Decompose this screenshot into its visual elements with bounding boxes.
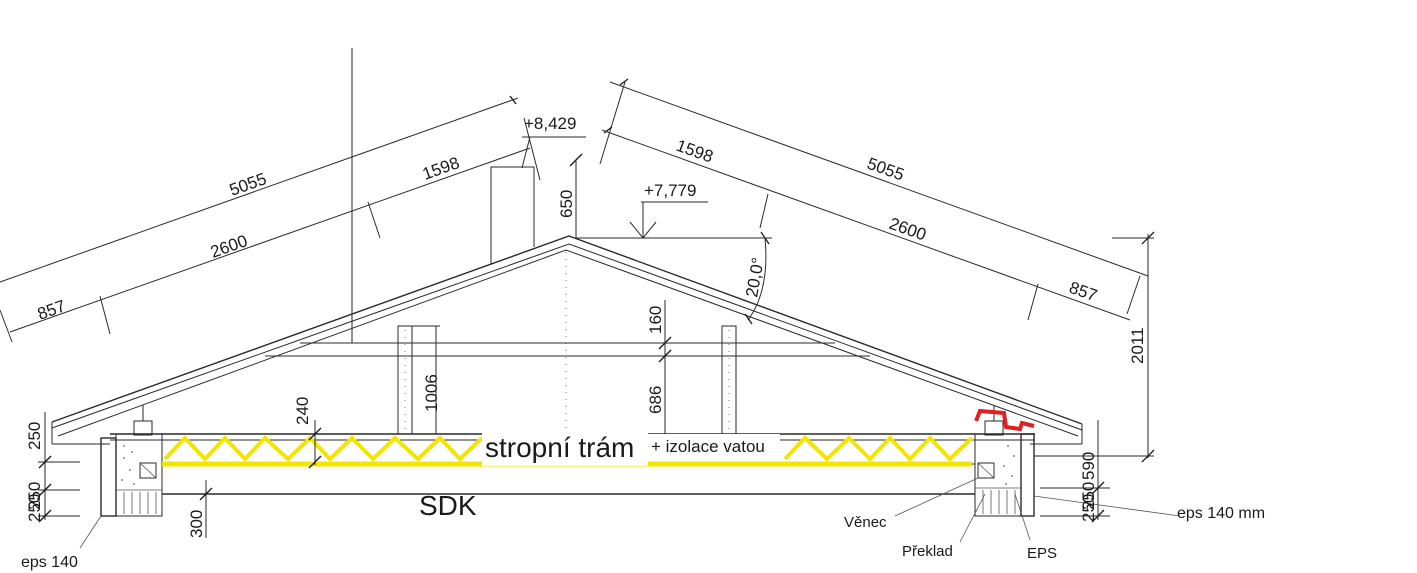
dim-post-height-right: 686 [646,386,665,414]
dim-left-eave-height: 250 [25,422,44,450]
dim-post-height-left: 1006 [422,374,441,412]
dim-chimney-height: 650 [557,190,576,218]
dim-right-eave-seg: 857 [1067,278,1100,305]
dim-right-wall-top: 250 [1079,494,1098,522]
dim-right-eave-height: 590 [1079,452,1098,480]
dim-left-rafter-mid: 2600 [208,231,250,262]
lintel-label: Překlad [902,543,953,560]
ceiling-joist-label: stropní trám [485,432,634,463]
ring-beam-label: Věnec [844,514,887,531]
annotation-labels: stropní trám + izolace vatou SDK Věnec P… [21,432,1265,571]
dimension-texts: 5055 2600 1598 857 5055 2600 1598 857 +8… [25,114,1147,538]
dim-right-lintel-height: 250 [1079,482,1098,510]
dim-joist-height: 240 [293,397,312,425]
dim-left-rafter-total: 5055 [227,169,269,200]
eps-right-label: eps 140 mm [1177,505,1265,522]
dim-roof-pitch: 20,0° [742,256,768,299]
dim-right-rafter-total: 5055 [865,154,907,185]
dimension-lines [0,78,1181,549]
dim-left-lintel-height: 250 [25,482,44,510]
drywall-label: SDK [419,490,477,521]
ridge-elevation-label: +8,429 [524,114,576,133]
dim-right-ridge-seg: 1598 [674,136,716,167]
dim-left-eave-seg: 857 [35,296,68,323]
dim-total-roof-height: 2011 [1128,327,1147,364]
dim-ceiling-offset: 300 [187,510,206,538]
chimney [351,48,535,343]
red-modification-mark [974,408,1035,432]
insulation-label: + izolace vatou [651,437,765,456]
ridge-height-mark-label: +7,779 [644,181,696,200]
dim-collar-height: 160 [646,306,665,334]
roof-structure [51,235,1083,445]
dim-left-wall-top: 250 [25,494,44,522]
eps-label: EPS [1027,545,1057,562]
eps-left-label: eps 140 [21,554,78,571]
